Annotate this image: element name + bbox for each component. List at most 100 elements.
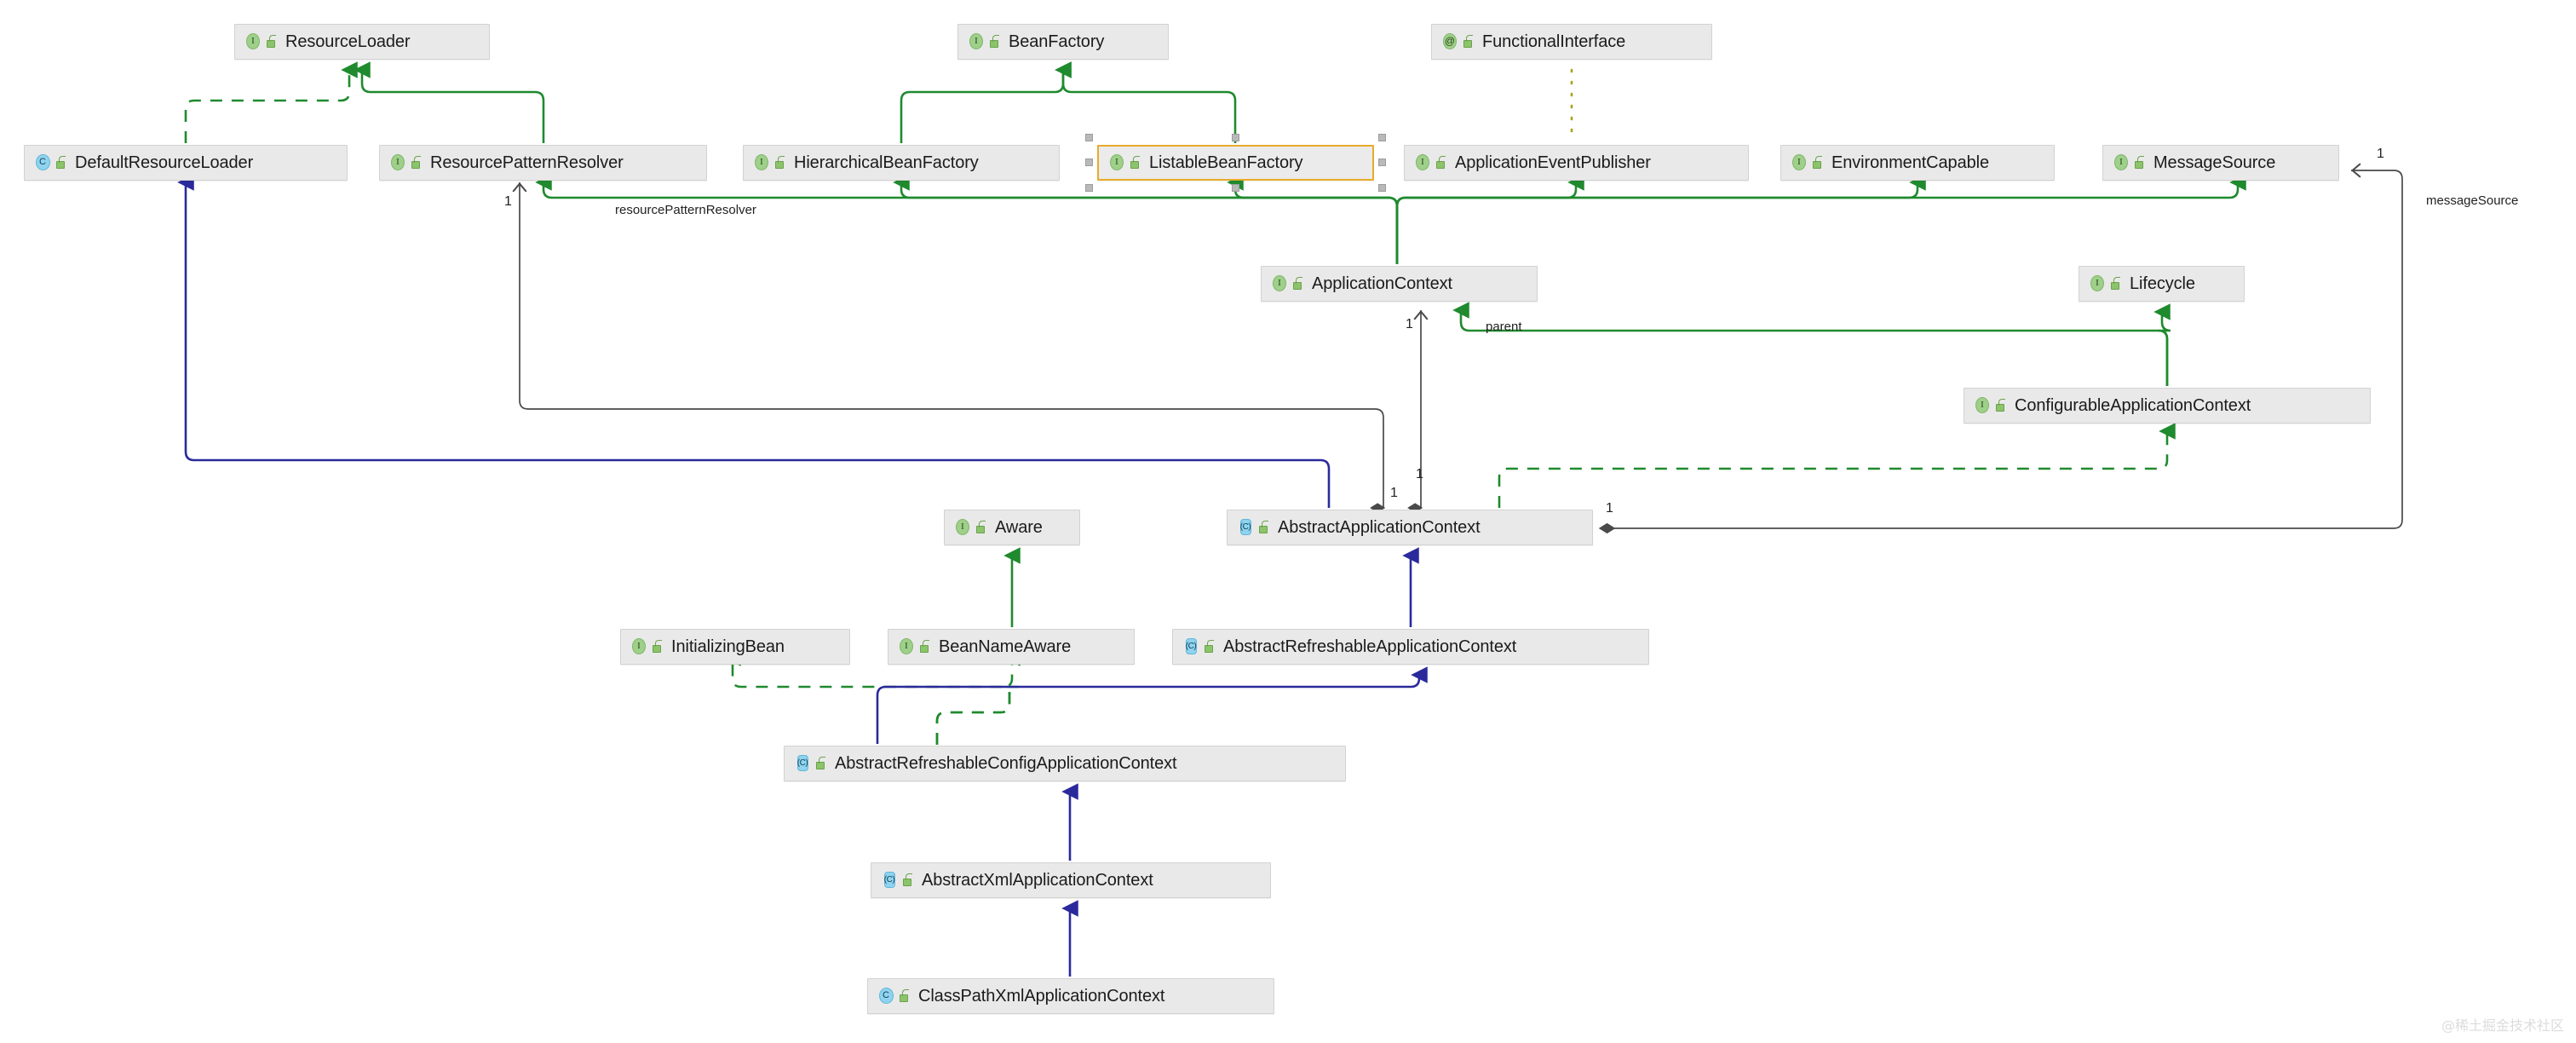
class-node-label: ListableBeanFactory bbox=[1149, 153, 1303, 172]
abstract-class-icon bbox=[1181, 637, 1201, 656]
unlocked-padlock-icon bbox=[1994, 398, 2007, 413]
resize-handle-w[interactable] bbox=[1085, 158, 1093, 166]
class-node-functionalinterface[interactable]: FunctionalInterface bbox=[1431, 24, 1712, 60]
edge-configurableapplicationcontext-extends-applicationcontext bbox=[1452, 302, 2169, 386]
class-node-resourceloader[interactable]: ResourceLoader bbox=[234, 24, 490, 60]
unlocked-padlock-icon bbox=[773, 155, 786, 170]
interface-icon bbox=[2088, 274, 2107, 293]
edge-label-messagesource: messageSource bbox=[2426, 193, 2519, 208]
class-node-label: BeanFactory bbox=[1009, 32, 1105, 51]
class-node-label: Lifecycle bbox=[2130, 274, 2195, 293]
class-node-abstractrefreshableapplicationcontext[interactable]: AbstractRefreshableApplicationContext bbox=[1172, 629, 1649, 665]
mult-application-context: 1 bbox=[1406, 317, 1413, 331]
interface-icon bbox=[1790, 153, 1808, 172]
edge-aac-has-messagesource bbox=[1598, 163, 2403, 534]
class-node-abstractxmlapplicationcontext[interactable]: AbstractXmlApplicationContext bbox=[871, 862, 1271, 898]
class-node-label: ConfigurableApplicationContext bbox=[2015, 395, 2251, 415]
class-node-listablebeanfactory[interactable]: ListableBeanFactory bbox=[1097, 145, 1374, 181]
class-node-label: ClassPathXmlApplicationContext bbox=[918, 986, 1165, 1006]
class-node-messagesource[interactable]: MessageSource bbox=[2102, 145, 2339, 181]
unlocked-padlock-icon bbox=[2109, 276, 2122, 291]
unlocked-padlock-icon bbox=[814, 756, 827, 771]
edge-hierarchicalbeanfactory-extends-beanfactory bbox=[900, 61, 1072, 143]
class-node-label: EnvironmentCapable bbox=[1831, 153, 1989, 172]
edge-configurableapplicationcontext-extends-lifecycle bbox=[2153, 303, 2171, 386]
resize-handle-ne[interactable] bbox=[1378, 134, 1386, 141]
unlocked-padlock-icon bbox=[918, 639, 931, 654]
resize-handle-n[interactable] bbox=[1231, 134, 1239, 141]
unlocked-padlock-icon bbox=[1203, 639, 1216, 654]
resize-handle-sw[interactable] bbox=[1085, 184, 1093, 192]
edge-arcac-extends-arac bbox=[876, 666, 1428, 744]
class-node-applicationcontext[interactable]: ApplicationContext bbox=[1261, 266, 1538, 302]
class-node-label: Aware bbox=[995, 517, 1043, 537]
unlocked-padlock-icon bbox=[265, 34, 278, 49]
unlocked-padlock-icon bbox=[898, 988, 911, 1004]
unlocked-padlock-icon bbox=[975, 520, 987, 535]
class-node-label: AbstractXmlApplicationContext bbox=[922, 870, 1153, 890]
mult-aac-right: 1 bbox=[1606, 501, 1613, 516]
abstract-class-icon bbox=[1235, 518, 1256, 537]
class-node-label: DefaultResourceLoader bbox=[75, 153, 254, 172]
class-node-label: HierarchicalBeanFactory bbox=[794, 153, 979, 172]
class-node-lifecycle[interactable]: Lifecycle bbox=[2079, 266, 2245, 302]
unlocked-padlock-icon bbox=[1257, 520, 1270, 535]
edge-listablebeanfactory-extends-beanfactory bbox=[1055, 61, 1237, 143]
class-node-label: InitializingBean bbox=[671, 637, 785, 656]
resize-handle-nw[interactable] bbox=[1085, 134, 1093, 141]
class-node-resourcepatternresolver[interactable]: ResourcePatternResolver bbox=[379, 145, 707, 181]
unlocked-padlock-icon bbox=[1462, 34, 1475, 49]
class-node-environmentcapable[interactable]: EnvironmentCapable bbox=[1780, 145, 2055, 181]
class-node-applicationeventpublisher[interactable]: ApplicationEventPublisher bbox=[1404, 145, 1749, 181]
edge-applicationcontext-extends-hierarchicalbeanfactory bbox=[893, 174, 1399, 264]
unlocked-padlock-icon bbox=[988, 34, 1001, 49]
interface-icon bbox=[388, 153, 407, 172]
class-node-hierarchicalbeanfactory[interactable]: HierarchicalBeanFactory bbox=[743, 145, 1060, 181]
class-node-beanfactory[interactable]: BeanFactory bbox=[957, 24, 1169, 60]
unlocked-padlock-icon bbox=[2133, 155, 2146, 170]
interface-icon bbox=[953, 518, 972, 537]
unlocked-padlock-icon bbox=[1129, 155, 1141, 170]
class-node-initializingbean[interactable]: InitializingBean bbox=[620, 629, 850, 665]
edge-arcac-realizes-beannameaware bbox=[935, 649, 1021, 745]
class-node-label: AbstractRefreshableConfigApplicationCont… bbox=[835, 753, 1177, 773]
edge-arcac-realizes-initializingbean bbox=[724, 649, 1011, 745]
interface-icon bbox=[1973, 396, 1992, 415]
class-node-label: ResourcePatternResolver bbox=[430, 153, 624, 172]
abstract-class-icon bbox=[792, 754, 813, 773]
unlocked-padlock-icon bbox=[901, 873, 914, 888]
mult-resource-pattern-resolver: 1 bbox=[504, 194, 512, 209]
resize-handle-e[interactable] bbox=[1378, 158, 1386, 166]
class-node-abstractapplicationcontext[interactable]: AbstractApplicationContext bbox=[1227, 510, 1593, 545]
class-node-configurableapplicationcontext[interactable]: ConfigurableApplicationContext bbox=[1964, 388, 2371, 424]
edge-label-resourcepatternresolver: resourcePatternResolver bbox=[615, 203, 756, 217]
edge-applicationcontext-extends-resourcepatternresolver bbox=[535, 174, 1399, 264]
class-inheritance-edges bbox=[177, 174, 1428, 977]
class-node-aware[interactable]: Aware bbox=[944, 510, 1080, 545]
class-node-label: ResourceLoader bbox=[285, 32, 411, 51]
unlocked-padlock-icon bbox=[1811, 155, 1824, 170]
class-node-defaultresourceloader[interactable]: DefaultResourceLoader bbox=[24, 145, 348, 181]
interface-icon bbox=[967, 32, 986, 51]
edge-defaultresourceloader-realizes-resourceloader bbox=[184, 61, 358, 143]
unlocked-padlock-icon bbox=[1435, 155, 1447, 170]
edge-applicationcontext-extends-environmentcapable bbox=[1395, 174, 1926, 264]
resize-handle-s[interactable] bbox=[1231, 184, 1239, 192]
edge-applicationcontext-extends-applicationeventpublisher bbox=[1395, 174, 1584, 264]
unlocked-padlock-icon bbox=[651, 639, 664, 654]
unlocked-padlock-icon bbox=[1291, 276, 1304, 291]
interface-icon bbox=[1107, 153, 1126, 172]
edge-applicationcontext-extends-listablebeanfactory bbox=[1227, 174, 1399, 264]
association-edges bbox=[512, 163, 2403, 534]
class-node-classpathxmlapplicationcontext[interactable]: ClassPathXmlApplicationContext bbox=[867, 978, 1274, 1014]
class-node-label: MessageSource bbox=[2153, 153, 2276, 172]
class-node-label: FunctionalInterface bbox=[1482, 32, 1626, 51]
edge-aac-realizes-configurableapplicationcontext bbox=[1498, 423, 2176, 508]
interface-icon bbox=[630, 637, 648, 656]
class-node-beannameaware[interactable]: BeanNameAware bbox=[888, 629, 1135, 665]
abstract-class-icon bbox=[879, 871, 900, 890]
edge-resourcepatternresolver-extends-resourceloader bbox=[354, 61, 545, 143]
resize-handle-se[interactable] bbox=[1378, 184, 1386, 192]
class-node-abstractrefreshableconfigapplicationcontext[interactable]: AbstractRefreshableConfigApplicationCont… bbox=[784, 746, 1346, 781]
